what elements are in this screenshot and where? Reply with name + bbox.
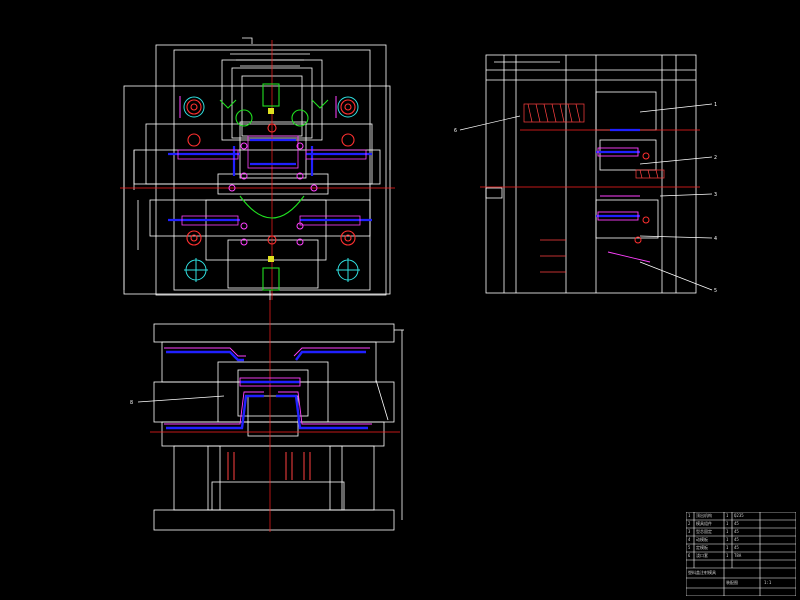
tb-part: 定模板 [696, 545, 708, 550]
side-section-leaders [459, 103, 713, 291]
tb-qty: 1 [726, 529, 729, 534]
callout-5: 5 [714, 288, 717, 294]
top-view-guide-pins [183, 96, 360, 282]
tb-qty: 1 [726, 521, 729, 526]
title-block: 1 顶出机构 1 Q235 2 模具组件 1 45 3 型芯固定 1 45 4 … [686, 512, 796, 596]
top-view-ejector-pins [179, 96, 337, 246]
tb-part: 动模板 [696, 537, 708, 542]
callout-1: 1 [714, 102, 717, 108]
tb-part: 模具组件 [696, 521, 712, 526]
side-section-centerline [480, 129, 700, 188]
side-section-markers [634, 152, 650, 244]
top-view-cooling-channels [168, 138, 372, 222]
side-section-channel-outline [597, 147, 651, 263]
front-section-centerline [150, 300, 400, 532]
side-section-callout-labels: 1 2 3 4 5 6 [454, 102, 717, 294]
front-callout-label: 8 [130, 400, 133, 406]
front-section-channel-outline [164, 347, 372, 425]
tb-num: 6 [688, 553, 691, 558]
callout-2: 2 [714, 155, 717, 161]
tb-qty: 1 [726, 545, 729, 550]
callout-3: 3 [714, 192, 717, 198]
tb-mat: 45 [734, 537, 739, 542]
top-view-red-bolts [186, 99, 356, 246]
side-section-spring-hatch [523, 103, 665, 273]
tb-mat: Q235 [734, 513, 744, 518]
tb-drawing-type: 装配图 [726, 580, 738, 585]
front-bottom-clamp [153, 509, 395, 531]
tb-mat: T8A [734, 553, 742, 558]
title-block-grid [686, 512, 796, 596]
top-view-centerlines [120, 40, 395, 300]
top-view-yellow-marks [268, 108, 274, 262]
top-view-clamp-plate [155, 44, 387, 296]
callout-4: 4 [714, 236, 717, 242]
tb-qty: 1 [726, 513, 729, 518]
tb-num: 4 [688, 537, 691, 542]
side-section-frame [485, 54, 697, 294]
front-section-leader [137, 395, 225, 403]
tb-num: 2 [688, 521, 691, 526]
top-view-green-features [219, 83, 329, 291]
side-section-cooling [596, 128, 640, 218]
tb-mat: 45 [734, 529, 739, 534]
front-section-red-rods [227, 452, 311, 480]
tb-qty: 1 [726, 553, 729, 558]
tb-qty: 1 [726, 537, 729, 542]
front-section-cooling [166, 350, 368, 430]
tb-num: 1 [688, 513, 691, 518]
side-section-view [485, 54, 697, 294]
callout-6: 6 [454, 128, 457, 134]
tb-drawing-name: 塑料盖注射模具 [688, 570, 716, 575]
tb-mat: 45 [734, 521, 739, 526]
tb-num: 3 [688, 529, 691, 534]
tb-num: 5 [688, 545, 691, 550]
top-view-channel-outline [177, 135, 367, 226]
tb-part: 浇口套 [696, 553, 708, 558]
tb-scale: 1:1 [764, 580, 772, 585]
tb-mat: 45 [734, 545, 739, 550]
front-top-clamp [153, 323, 395, 343]
tb-part: 型芯固定 [696, 529, 712, 534]
tb-part: 顶出机构 [696, 513, 712, 518]
